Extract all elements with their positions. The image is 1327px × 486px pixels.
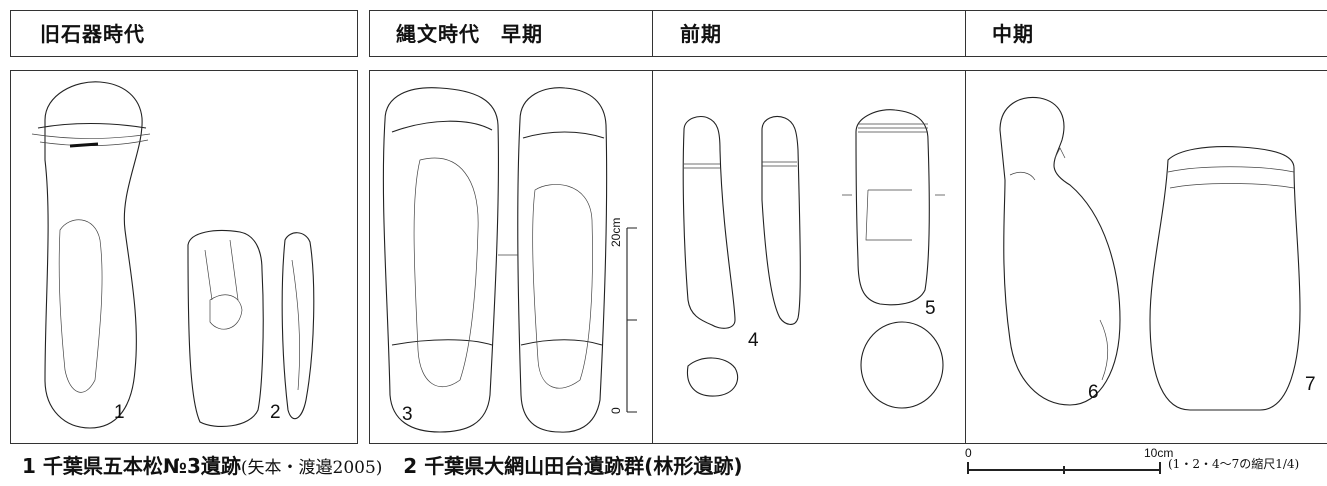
bottom-scale-note: (1・2・4〜7の縮尺1/4) <box>1168 457 1300 471</box>
figure-divider-middle <box>965 70 966 444</box>
artifact-number-5: 5 <box>925 298 936 319</box>
artifact-number-7: 7 <box>1305 374 1316 395</box>
caption-item2-site: 千葉県大網山田台遺跡群(林形遺跡) <box>424 454 743 478</box>
bottom-scale-bar <box>967 462 1161 474</box>
header-divider-middle <box>965 10 966 57</box>
inner-scale-top-label: 20cm <box>609 218 623 247</box>
artifact-2-drawing <box>187 229 315 427</box>
bottom-scale-ten-label: 10cm <box>1144 446 1174 460</box>
artifact-3-drawing <box>382 87 608 433</box>
inner-scale-bottom-label: 0 <box>609 407 623 414</box>
caption-item1-number: 1 <box>22 454 36 478</box>
header-divider-early <box>652 10 653 57</box>
inner-scale-bar: 20cm 0 <box>609 218 637 414</box>
artifact-1-drawing <box>31 81 151 429</box>
artifact-number-2: 2 <box>270 402 281 423</box>
figure-divider-early <box>652 70 653 444</box>
jomon-header-box <box>369 10 1327 57</box>
artifact-number-4: 4 <box>748 330 759 351</box>
header-early: 前期 <box>680 22 722 46</box>
header-jomon-initial: 縄文時代 早期 <box>396 22 543 46</box>
header-middle: 中期 <box>992 22 1034 46</box>
paleolithic-figure-box <box>10 70 358 444</box>
paleolithic-header-box <box>10 10 358 57</box>
artifact-6-drawing <box>999 96 1121 406</box>
caption-item2-number: 2 <box>403 454 418 478</box>
jomon-figure-box <box>369 70 1327 444</box>
caption-item1-site: 千葉県五本松№3遺跡 <box>42 454 241 478</box>
artifact-5-drawing <box>842 109 945 409</box>
artifact-7-drawing <box>1149 146 1301 411</box>
header-paleolithic: 旧石器時代 <box>40 22 145 46</box>
artifact-number-1: 1 <box>114 402 125 423</box>
caption-item1-reference: (矢本・渡邉2005) <box>240 458 383 478</box>
artifact-number-3: 3 <box>402 404 413 425</box>
bottom-scale-zero-label: 0 <box>965 446 972 460</box>
figure-caption: 1 千葉県五本松№3遺跡(矢本・渡邉2005) 2 千葉県大網山田台遺跡群(林形… <box>22 450 742 479</box>
artifact-number-6: 6 <box>1088 382 1099 403</box>
artifact-4-drawing <box>682 115 801 397</box>
